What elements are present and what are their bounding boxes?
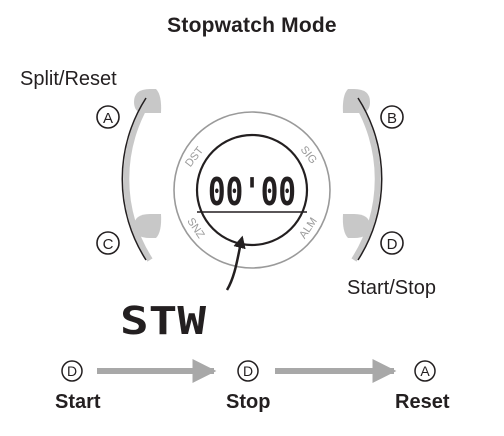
button-d-label: Start/Stop [347,277,436,299]
pointer-arrow [225,235,246,291]
button-b-letter: B [387,110,397,127]
sequence-step-3-label: Reset [395,391,450,413]
display-time: 00'00 [208,170,296,214]
sequence-step-3-letter: A [420,363,430,379]
watch-case [121,96,383,262]
button-c-letter: C [103,236,114,253]
sequence-step-1-label: Start [55,391,101,413]
sequence-step-3-button: A [414,360,436,382]
button-b-marker: B [380,105,404,129]
mode-indicator: STW [120,299,206,343]
button-d-letter: D [387,236,398,253]
sequence-step-2-letter: D [243,363,253,379]
button-d-marker: D [380,231,404,255]
sequence-step-2-button: D [237,360,259,382]
sequence-step-1-button: D [61,360,83,382]
button-a-label: Split/Reset [20,68,117,90]
button-d-nub [342,214,370,238]
button-a-letter: A [103,110,113,127]
sequence-step-2-label: Stop [226,391,271,413]
button-a-marker: A [96,105,120,129]
button-c-nub [134,214,162,238]
watch-face [173,111,331,269]
button-c-marker: C [96,231,120,255]
sequence-step-1-letter: D [67,363,77,379]
diagram-title: Stopwatch Mode [167,14,337,37]
